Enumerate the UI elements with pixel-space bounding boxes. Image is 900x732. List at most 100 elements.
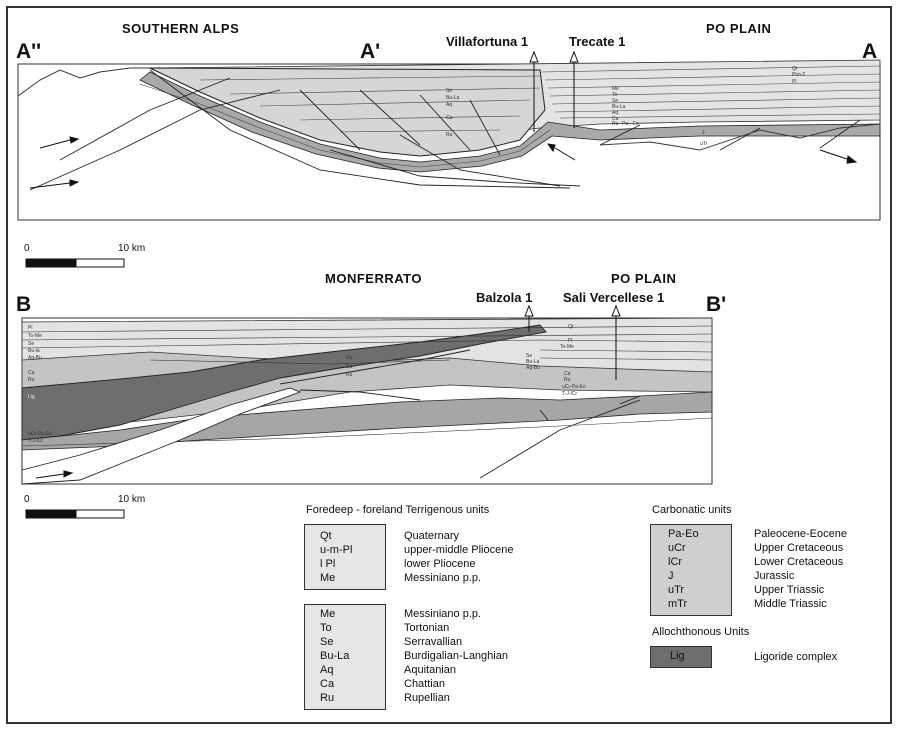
unit-label: Ru	[564, 377, 571, 383]
section-b-faults	[279, 349, 641, 479]
unit-label: Ca	[28, 370, 35, 376]
legend-name: Jurassic	[754, 570, 795, 582]
legend-name: upper-middle Pliocene	[404, 544, 514, 556]
unit-label: Lig	[28, 394, 35, 400]
unit-label: Ru	[346, 355, 353, 361]
section-a-wells	[529, 50, 579, 132]
section-end-a-double-prime: A''	[16, 40, 42, 63]
unit-label: Pl	[792, 79, 797, 85]
well-label-sali-vercellese-1: Sali Vercellese 1	[563, 290, 665, 305]
legend-name: Aquitanian	[404, 664, 456, 676]
section-b-strata-lines	[21, 325, 713, 447]
legend-code: Qt	[320, 530, 332, 542]
section-end-b: B	[16, 293, 32, 316]
unit-label: T-J-lCr	[562, 391, 577, 397]
scale-bar-top	[25, 258, 125, 268]
unit-label: Ca	[564, 371, 571, 377]
legend-name: Ligoride complex	[754, 651, 838, 663]
unit-label: Ru	[28, 377, 35, 383]
legend-code: l Pl	[320, 558, 336, 570]
section-a-carbonate-band	[139, 71, 881, 173]
legend-code: Pa-Eo	[668, 528, 699, 540]
section-end-b-prime: B'	[706, 293, 727, 316]
unit-label: Qt	[568, 324, 574, 330]
unit-label: Pl	[28, 325, 33, 331]
section-a-strata-lines	[139, 65, 881, 168]
unit-label: Pl	[568, 338, 573, 344]
legend-name: Paleocene-Eocene	[754, 528, 847, 540]
legend-code: Me	[320, 608, 336, 620]
legend-code: Bu-La	[320, 650, 350, 662]
unit-label: Bu-La	[612, 104, 626, 110]
legend-title-allochthonous: Allochthonous Units	[652, 626, 750, 638]
legend-name: Tortonian	[404, 622, 450, 634]
legend-box-ligoride	[650, 646, 712, 668]
legend-name: Chattian	[404, 678, 445, 690]
legend-code: Se	[320, 636, 334, 648]
unit-label: Se	[612, 98, 619, 104]
section-a-arrows	[29, 136, 858, 189]
scale-top-ten-km: 10 km	[118, 243, 146, 254]
legend-code: uCr	[668, 542, 686, 554]
legend-code: Aq	[320, 664, 334, 676]
legend-box-foredeep-2	[304, 604, 386, 710]
scale-bottom-zero: 0	[24, 494, 30, 505]
unit-label: Se	[446, 88, 453, 94]
legend-code: Ru	[320, 692, 335, 704]
unit-label: Plm-3	[792, 72, 806, 78]
legend-title-carbonatic: Carbonatic units	[652, 504, 732, 516]
legend-name: Lower Cretaceous	[754, 556, 844, 568]
section-b-carbonate-band	[21, 391, 713, 451]
figure-frame	[6, 6, 892, 724]
legend-name: Rupellian	[404, 692, 450, 704]
unit-label: Ca	[612, 116, 619, 122]
unit-label: Aq-Bu	[526, 365, 540, 371]
unit-label: Ru	[612, 121, 619, 127]
unit-label: Me	[612, 86, 619, 92]
well-label-balzola-1: Balzola 1	[476, 290, 533, 305]
unit-label: uCr-Pa-Eo	[28, 431, 52, 437]
legend-name: Messiniano p.p.	[404, 608, 482, 620]
unit-label: T-J-lCr	[28, 438, 43, 444]
unit-label: Aq-Bu	[28, 355, 42, 361]
legend-code: To	[320, 622, 332, 634]
region-label-po-plain-bottom: PO PLAIN	[611, 271, 677, 286]
section-a-basement-right	[599, 123, 881, 151]
region-label-monferrato: MONFERRATO	[325, 271, 422, 286]
scale-bar-bottom	[25, 509, 125, 519]
legend-code: uTr	[668, 584, 685, 596]
unit-label: To	[612, 92, 618, 98]
legend-code: u-m-Pl	[320, 544, 353, 556]
unit-label: Ca	[446, 115, 453, 121]
section-b-wells	[524, 304, 621, 380]
legend-box-carbonatic	[650, 524, 732, 616]
legend-code: Lig	[670, 650, 685, 662]
legend-name: lower Pliocene	[404, 558, 476, 570]
well-label-trecate-1: Trecate 1	[569, 34, 626, 49]
unit-label: uCr-Pa-Eo	[562, 384, 586, 390]
section-b-thrust-wedge	[21, 387, 302, 485]
legend-name: Quaternary	[404, 530, 460, 542]
legend-code: Ca	[320, 678, 335, 690]
unit-label: Bu-la	[28, 348, 40, 354]
unit-label: Ru	[346, 372, 353, 378]
unit-label: Pa - Eo	[622, 121, 639, 127]
section-a-alps-topography	[17, 67, 150, 97]
unit-label: Aq	[446, 102, 453, 108]
unit-label: Qt	[792, 66, 798, 72]
legend-name: Upper Cretaceous	[754, 542, 844, 554]
section-end-a: A	[862, 40, 878, 63]
unit-label: J	[702, 130, 705, 136]
scale-bottom-ten-km: 10 km	[118, 494, 146, 505]
well-label-villafortuna-1: Villafortuna 1	[446, 34, 529, 49]
unit-label: Se	[28, 341, 35, 347]
legend-name: Middle Triassic	[754, 598, 827, 610]
legend-name: Burdigalian-Langhian	[404, 650, 508, 662]
region-label-po-plain-top: PO PLAIN	[706, 21, 772, 36]
section-b-arrows	[35, 470, 74, 479]
unit-label: Bu-La	[526, 359, 540, 365]
legend-code: mTr	[668, 598, 688, 610]
scale-top-zero: 0	[24, 243, 30, 254]
unit-label: Ca	[346, 364, 353, 370]
